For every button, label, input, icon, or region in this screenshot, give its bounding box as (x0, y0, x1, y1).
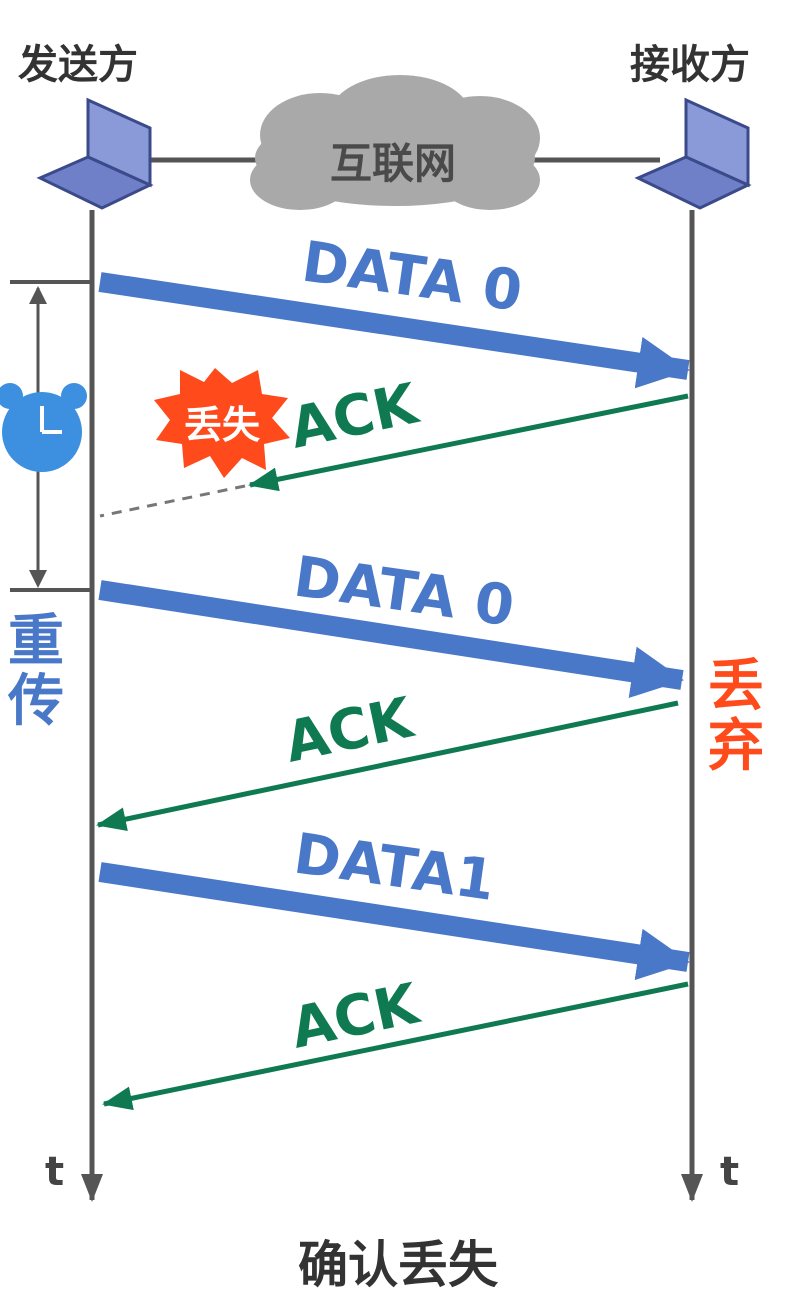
ack-label-3: ACK (285, 971, 426, 1062)
ack-arrow-2 (96, 700, 679, 831)
data0-retransmit-arrow (98, 580, 684, 699)
internet-cloud-icon (250, 75, 540, 210)
receiver-time-label: t (720, 1149, 739, 1195)
ack-lost-arrow (248, 393, 689, 492)
ack-label-lost: ACK (284, 371, 425, 462)
ack-lost-dashed-continuation (99, 484, 246, 518)
data0-arrow (98, 272, 690, 389)
discard-label-char-1: 丢 (708, 654, 764, 719)
sender-time-label: t (45, 1149, 64, 1195)
lost-label: 丢失 (184, 403, 261, 447)
retransmit-label-char-2: 传 (7, 669, 64, 734)
network-label: 互联网 (330, 139, 456, 188)
discard-label-char-2: 弃 (708, 714, 764, 779)
timer-clock-icon (0, 383, 87, 472)
diagram-caption: 确认丢失 (298, 1236, 499, 1294)
data1-arrow (98, 862, 690, 981)
loss-burst-icon (154, 368, 290, 478)
ack-arrow-3 (102, 981, 689, 1111)
retransmit-label-char-1: 重 (8, 609, 64, 674)
receiver-label: 接收方 (630, 42, 750, 88)
sender-label: 发送方 (18, 42, 138, 88)
sender-laptop-icon (36, 97, 154, 210)
receiver-laptop-icon (634, 97, 752, 210)
